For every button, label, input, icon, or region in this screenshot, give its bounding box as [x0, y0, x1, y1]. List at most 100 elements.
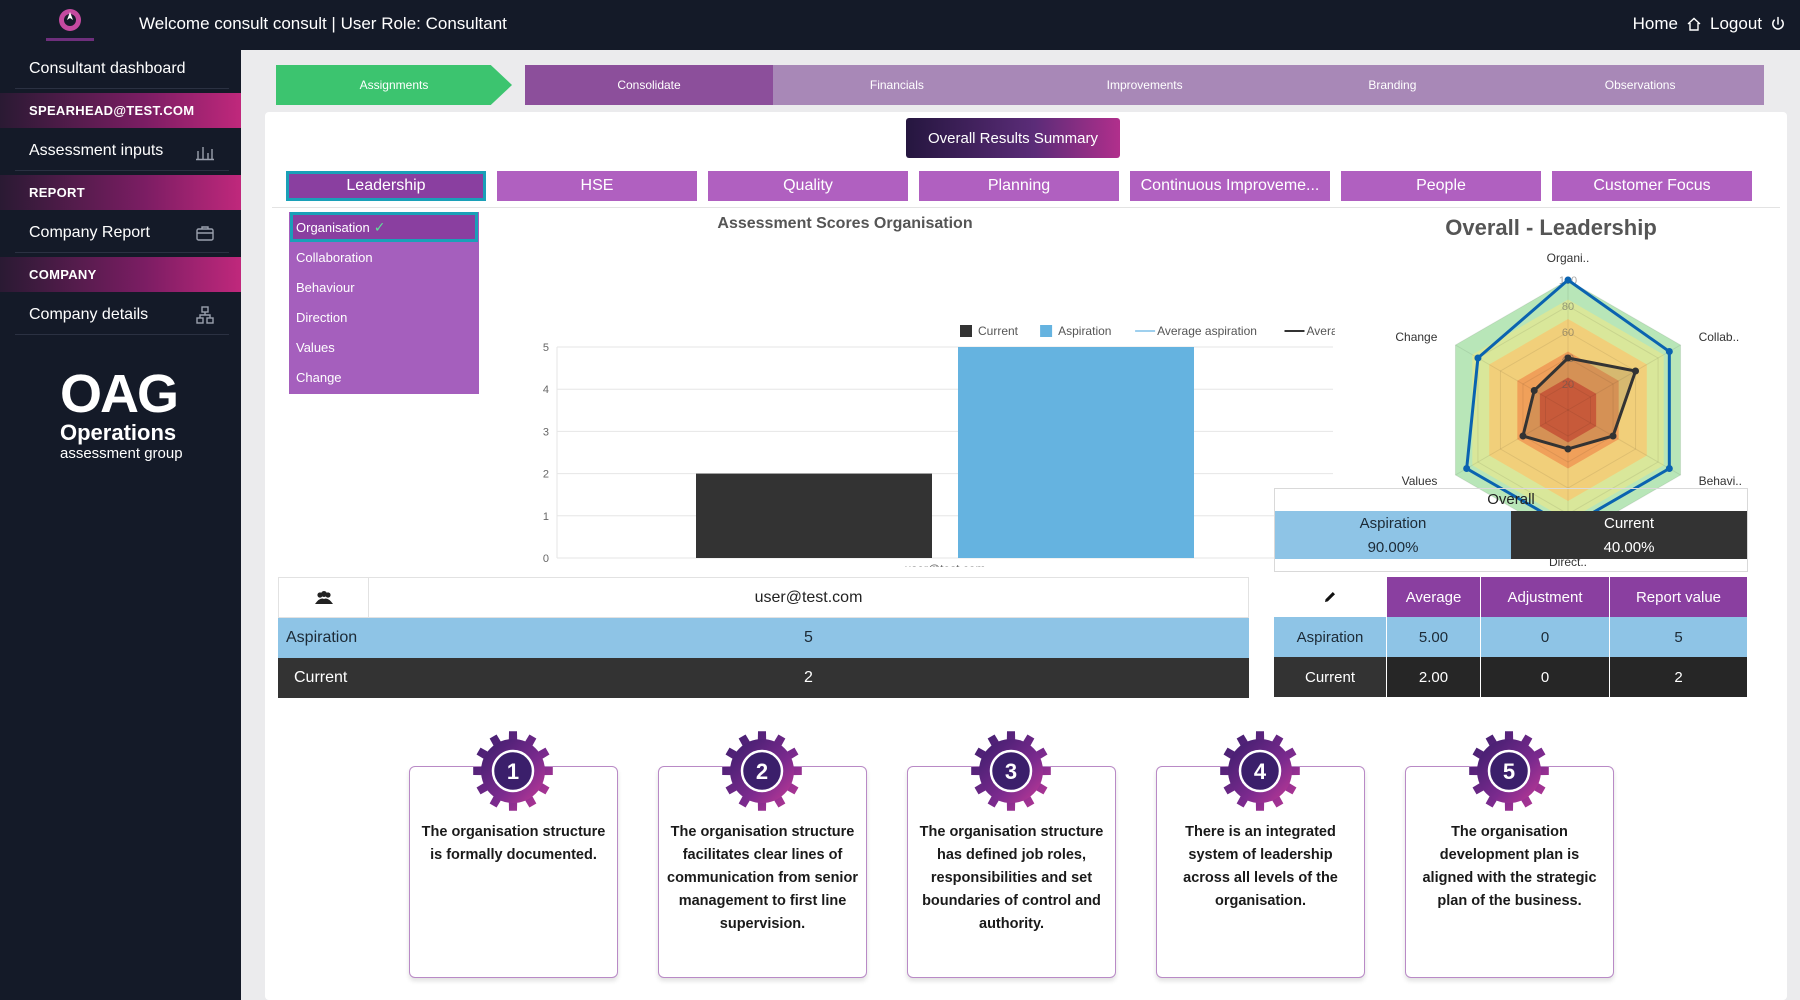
table-header: Average Adjustment Report value [1274, 577, 1748, 617]
welcome-text: Welcome consult consult | User Role: Con… [139, 14, 507, 33]
gear-badge-icon: 5 [1469, 731, 1549, 811]
tab-planning[interactable]: Planning [919, 171, 1119, 201]
subnav-direction[interactable]: Direction [296, 309, 348, 325]
table-row: Current 2 [278, 658, 1249, 698]
overall-current-label: Current [1511, 511, 1747, 535]
radar-tick-label: 80 [1562, 301, 1574, 313]
header-report-value: Report value [1610, 577, 1748, 617]
cell-adjustment[interactable]: 0 [1481, 657, 1610, 697]
radar-point[interactable] [1632, 367, 1640, 375]
row-label: Current [1274, 657, 1387, 697]
sidebar-item-dashboard[interactable]: Consultant dashboard [15, 50, 229, 89]
radar-point[interactable] [1519, 432, 1527, 440]
cell-adjustment[interactable]: 0 [1481, 617, 1610, 657]
card-text: There is an integrated system of leaders… [1183, 824, 1338, 909]
tab-hse[interactable]: HSE [497, 171, 697, 201]
overall-aspiration-label: Aspiration [1275, 511, 1511, 535]
step-improvements[interactable]: Improvements [1106, 78, 1183, 92]
step-observations[interactable]: Observations [1604, 78, 1676, 92]
bar-aspiration[interactable] [958, 347, 1194, 558]
sidebar-report-section: REPORT [0, 175, 241, 210]
radar-point[interactable] [1530, 387, 1538, 394]
radar-point[interactable] [1665, 348, 1673, 355]
tab-people[interactable]: People [1341, 171, 1541, 201]
tab-quality[interactable]: Quality [708, 171, 908, 201]
step-consolidate[interactable]: Consolidate [525, 65, 773, 105]
steps-remaining: Financials Improvements Branding Observa… [773, 65, 1764, 105]
tab-leadership[interactable]: Leadership [286, 171, 486, 201]
home-link[interactable]: Home [1632, 14, 1678, 33]
table-user-email: user@test.com [754, 588, 863, 606]
y-tick-label: 3 [543, 426, 549, 438]
radar-point[interactable] [1609, 432, 1617, 440]
radar-point[interactable] [1665, 465, 1673, 472]
sidebar-item-company-report[interactable]: Company Report [15, 214, 229, 253]
oag-logo-text: OAG [60, 364, 179, 424]
home-icon[interactable] [1686, 16, 1702, 32]
tab-customer-focus[interactable]: Customer Focus [1552, 171, 1752, 201]
overall-value-row: 90.00% 40.00% [1275, 535, 1747, 559]
divider [272, 207, 1780, 208]
edit-icon[interactable] [1274, 577, 1387, 617]
sidebar-item-company-details[interactable]: Company details [15, 296, 229, 335]
radar-spoke [1567, 344, 1681, 411]
statement-card[interactable]: The organisation structure has defined j… [907, 766, 1116, 978]
cell-average: 2.00 [1387, 657, 1481, 697]
legend-item[interactable]: Current [960, 324, 1019, 338]
overall-results-summary-button[interactable]: Overall Results Summary [906, 118, 1120, 158]
subnav-organisation[interactable]: Organisation✓ [290, 212, 478, 242]
radar-point[interactable] [1564, 276, 1572, 284]
cell-report-value: 2 [1610, 657, 1748, 697]
step-branding[interactable]: Branding [1368, 78, 1417, 92]
sidebar-item-assessment-inputs[interactable]: Assessment inputs [15, 132, 229, 171]
oag-logo: OAG Operations assessment group [60, 364, 190, 462]
sidebar-company-section: COMPANY [0, 257, 241, 292]
sidebar-item-label: Consultant dashboard [29, 60, 186, 77]
overall-current-value: 40.00% [1511, 535, 1747, 559]
card-text: The organisation structure facilitates c… [667, 824, 858, 932]
sidebar-item-label: Company Report [29, 224, 150, 241]
statement-card[interactable]: There is an integrated system of leaders… [1156, 766, 1365, 978]
step-assignments[interactable]: Assignments [276, 65, 512, 105]
overall-header-row: Aspiration Current [1275, 511, 1747, 535]
subnav-behaviour[interactable]: Behaviour [296, 279, 355, 295]
statement-cards: The organisation structure is formally d… [409, 729, 1649, 989]
y-tick-label: 2 [543, 469, 549, 481]
legend-label: Aspiration [1058, 324, 1111, 338]
table-row: Current 2.00 0 2 [1274, 657, 1748, 697]
bar-current[interactable] [696, 473, 932, 558]
radar-point[interactable] [1474, 354, 1482, 362]
overall-summary: Overall Aspiration Current 90.00% 40.00% [1274, 488, 1748, 572]
radar-spoke [1455, 344, 1569, 411]
gear-badge-icon: 2 [722, 731, 802, 811]
radar-point[interactable] [1564, 354, 1572, 362]
card-number: 3 [1005, 759, 1017, 784]
card-number: 1 [507, 759, 519, 784]
subnav-values[interactable]: Values [296, 339, 335, 355]
power-icon[interactable] [1770, 16, 1786, 32]
oag-logo-operations: Operations [60, 420, 177, 445]
gear-badge-icon: 1 [473, 731, 553, 811]
spearhead-logo[interactable] [38, 4, 102, 46]
legend-item[interactable]: Average current [1284, 324, 1336, 338]
radar-point[interactable] [1564, 445, 1572, 453]
y-tick-label: 0 [543, 553, 549, 565]
bar-chart: 012345user@test.comCurrentAspirationAver… [543, 324, 1336, 567]
subnav-collaboration[interactable]: Collaboration [296, 249, 373, 265]
subnav-change[interactable]: Change [296, 369, 342, 385]
logout-link[interactable]: Logout [1710, 14, 1762, 33]
cell-report-value: 5 [1610, 617, 1748, 657]
card-text: The organisation structure has defined j… [919, 824, 1104, 932]
top-nav: Home Logout [1633, 14, 1786, 34]
row-label: Current [294, 669, 348, 686]
legend-item[interactable]: Aspiration [1040, 324, 1111, 338]
sidebar: Consultant dashboard SPEARHEAD@TEST.COM … [0, 50, 241, 1000]
legend-item[interactable]: Average aspiration [1135, 324, 1257, 338]
users-icon [279, 578, 369, 617]
step-financials[interactable]: Financials [869, 78, 924, 92]
card-number: 2 [756, 759, 768, 784]
tab-continuous-improvement[interactable]: Continuous Improveme... [1130, 171, 1330, 201]
radar-axis-label: Organi.. [1547, 251, 1590, 265]
row-value: 5 [804, 629, 813, 646]
radar-point[interactable] [1463, 465, 1471, 472]
